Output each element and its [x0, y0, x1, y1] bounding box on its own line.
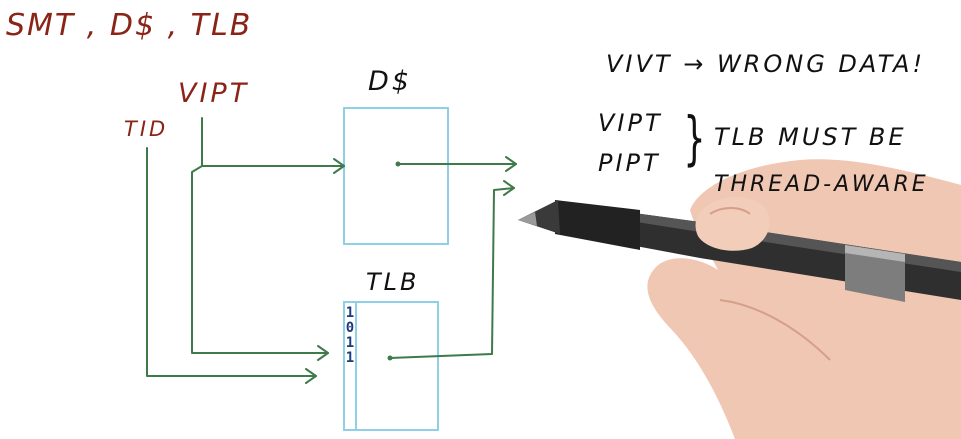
vipt-to-dcache-arrowhead [333, 158, 345, 174]
tid-to-tlb-arrowhead [305, 368, 317, 384]
page-title: SMT , D$ , TLB [6, 8, 253, 43]
note-tlb-must-be: TLB MUST BE [714, 123, 907, 151]
note-pipt: PIPT [598, 149, 661, 177]
dcache-output-dot [395, 161, 401, 167]
tid-label: TID [124, 117, 169, 141]
dcache-box [343, 107, 449, 245]
tlb-bit: 1 [345, 305, 355, 321]
tlb-output-arrowhead [503, 180, 515, 196]
vipt-label: VIPT [178, 78, 250, 109]
tlb-thread-id-bits: 1 0 1 1 [344, 306, 356, 366]
curly-brace-glyph: } [683, 104, 706, 172]
tlb-bit: 0 [345, 320, 355, 336]
dcache-label: D$ [368, 66, 412, 97]
tlb-box [343, 301, 439, 431]
note-vipt: VIPT [598, 109, 663, 137]
vipt-to-tlb-arrow [191, 165, 329, 354]
hand-holding-pen-illustration [518, 159, 961, 439]
tlb-output-dot [387, 355, 393, 361]
vipt-to-tlb-arrowhead [317, 345, 329, 361]
tlb-output-arrow [389, 187, 515, 359]
tlb-bit: 1 [345, 335, 355, 351]
note-vivt-wrong-data: VIVT → WRONG DATA! [606, 50, 926, 78]
vipt-to-dcache-arrow [201, 117, 345, 167]
tlb-bit: 1 [345, 350, 355, 366]
tid-to-tlb-arrow [146, 147, 317, 377]
note-thread-aware: THREAD-AWARE [714, 172, 929, 197]
dcache-output-arrowhead [505, 156, 517, 172]
tlb-label: TLB [366, 268, 420, 296]
